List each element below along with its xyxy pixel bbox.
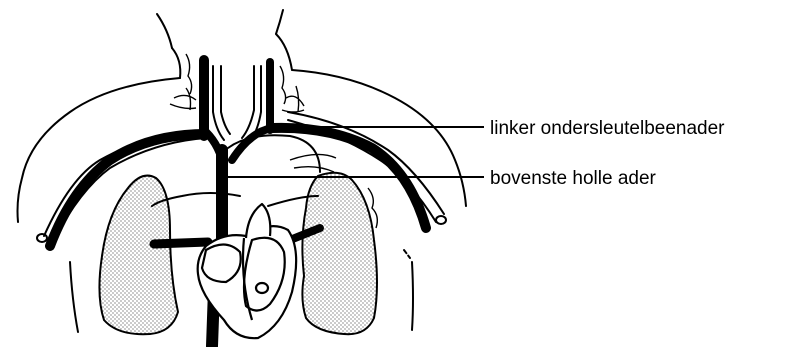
right-pulmonary-vein bbox=[154, 242, 208, 244]
label-superior-vena-cava: bovenste holle ader bbox=[490, 168, 657, 189]
left-arm-vessel-end bbox=[436, 216, 446, 224]
aortic-arch-vessels bbox=[290, 154, 336, 172]
heart-valve bbox=[256, 283, 268, 293]
left-side-outline bbox=[70, 262, 78, 332]
left-carotid-artery-inner bbox=[221, 66, 230, 134]
right-clavicle-branches bbox=[170, 88, 196, 110]
head-right-outline bbox=[276, 10, 283, 34]
left-carotid-artery bbox=[213, 66, 224, 140]
right-arm-vessel-end bbox=[37, 234, 47, 242]
head-left-outline bbox=[157, 14, 172, 48]
right-side-outline bbox=[412, 262, 413, 330]
right-atrium bbox=[202, 244, 241, 282]
brachiocephalic-join bbox=[206, 128, 272, 168]
neck-lymph-right bbox=[280, 66, 286, 104]
neck-left-outline bbox=[172, 48, 180, 78]
label-subclavian-vein: linker ondersleutelbeenader bbox=[490, 118, 725, 139]
right-side-dash bbox=[404, 250, 410, 258]
aortic-root bbox=[246, 204, 270, 238]
right-carotid-artery bbox=[242, 66, 254, 138]
neck-right-outline bbox=[276, 34, 292, 70]
